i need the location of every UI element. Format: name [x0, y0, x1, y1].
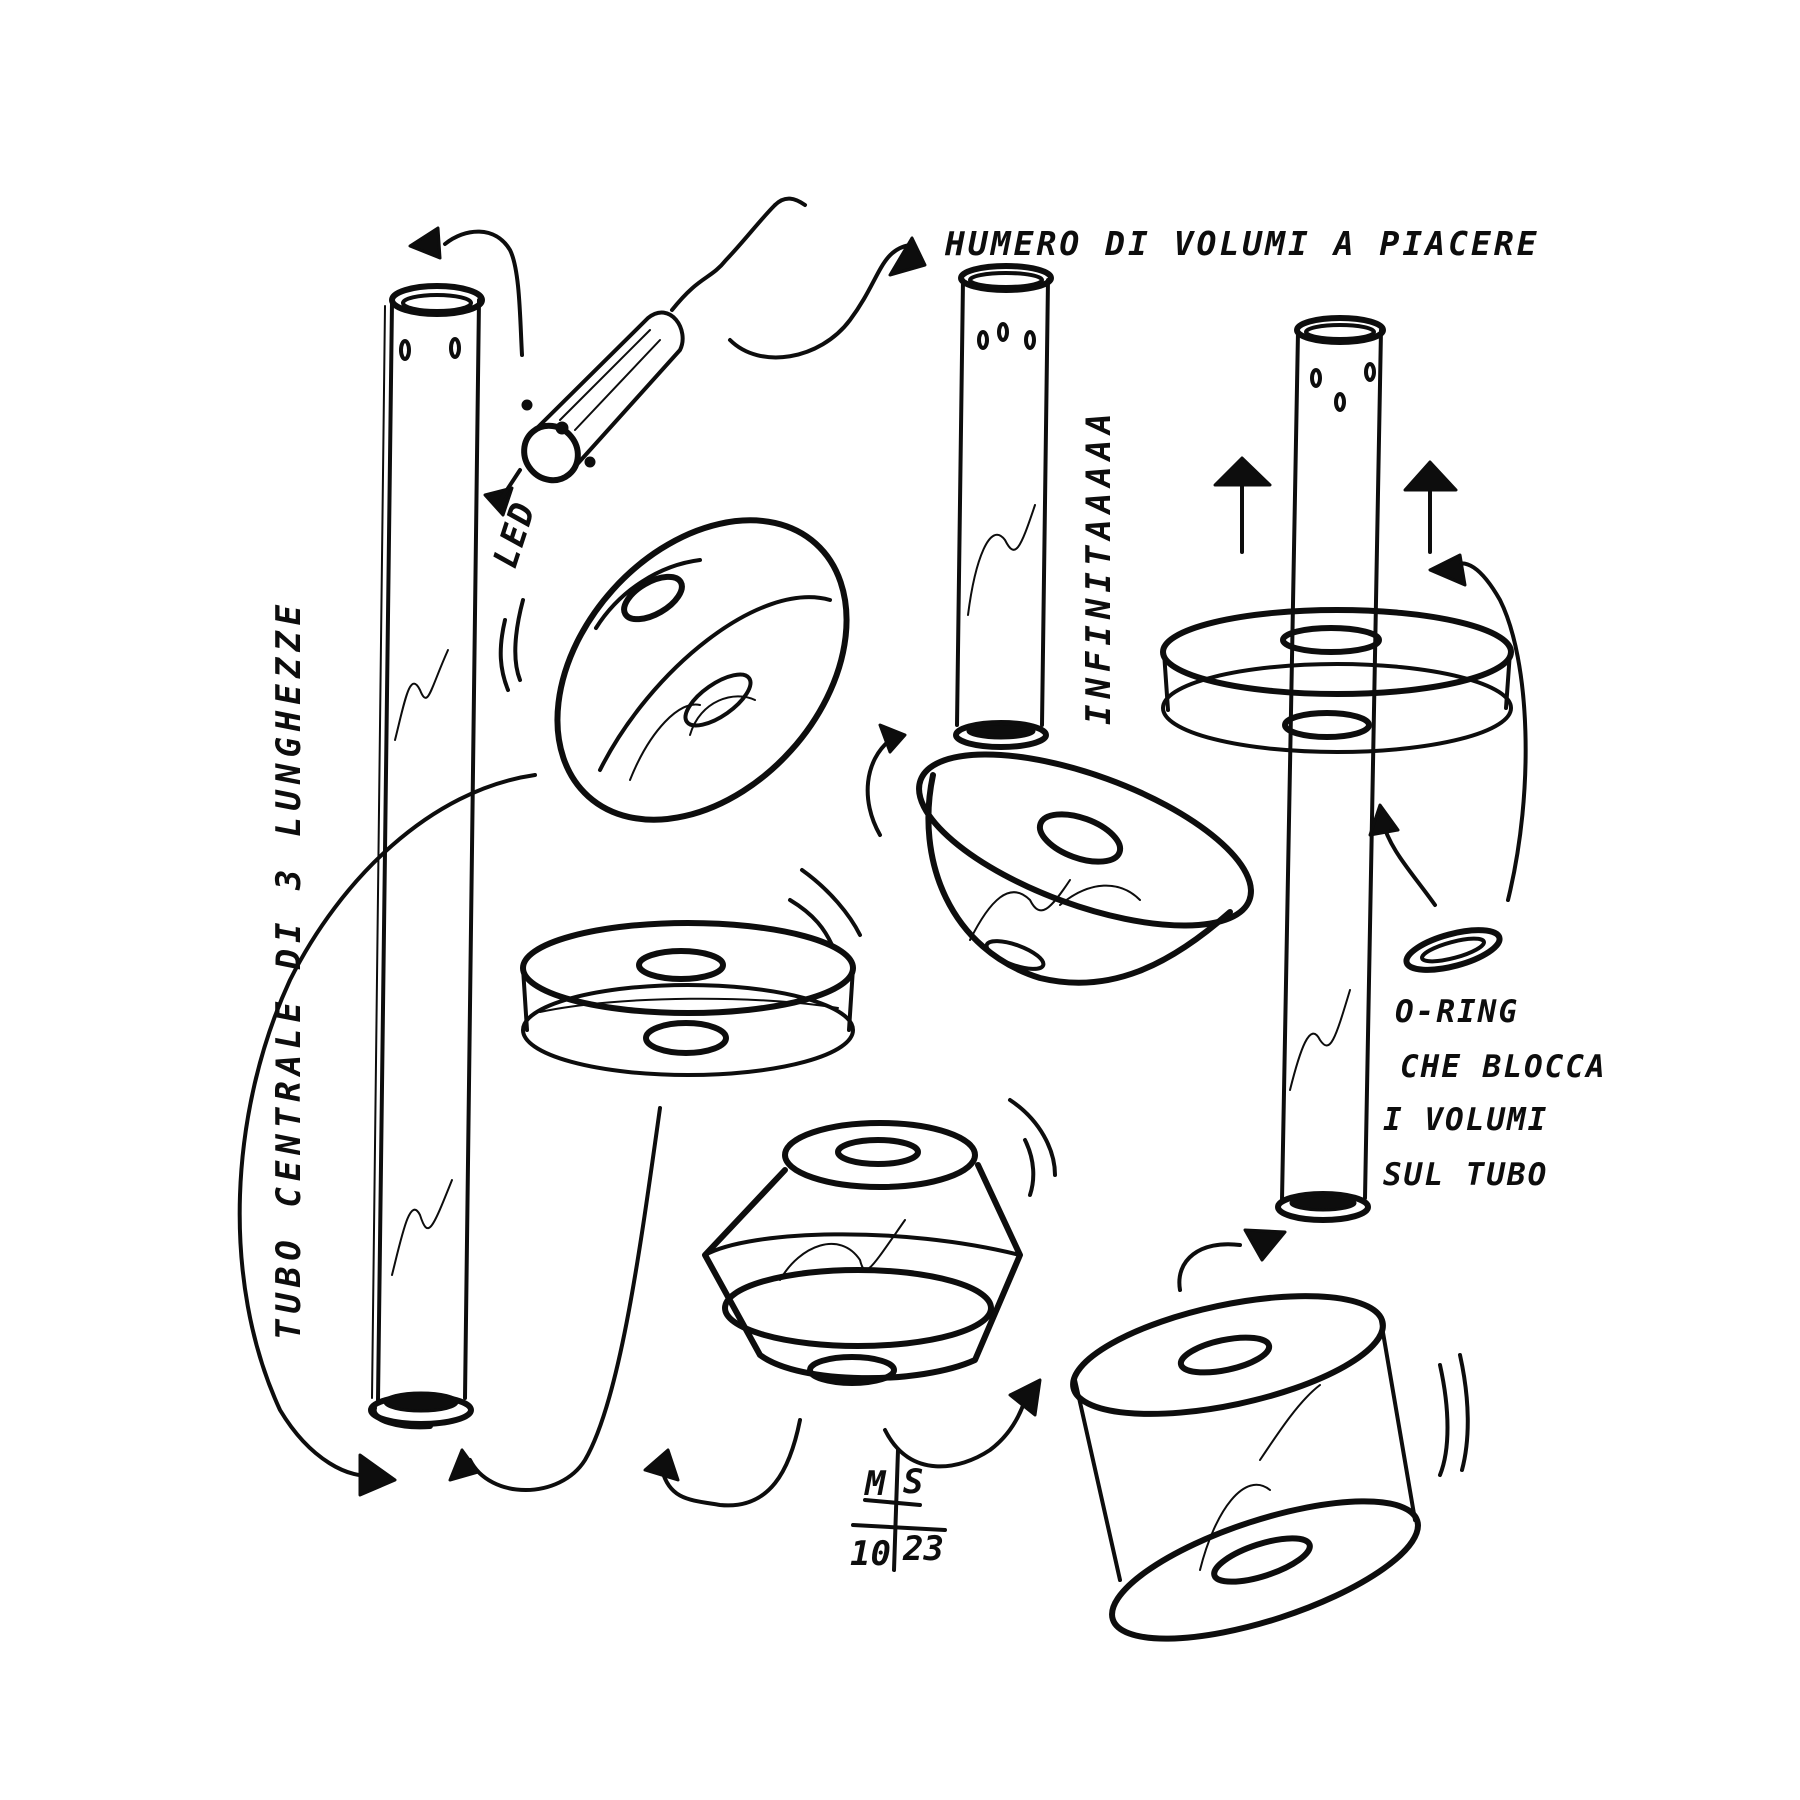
label-oring-2: CHE BLOCCA	[1400, 1049, 1607, 1085]
led-module	[408, 196, 807, 517]
volume-tilted-bowl	[865, 723, 1254, 986]
arrow-volumes-note	[728, 236, 927, 360]
tube-right-assembly	[1160, 315, 1514, 1223]
label-volumes-number: HUMERO DI VOLUMI A PIACERE	[944, 224, 1540, 263]
connector-arrows-bottom	[237, 773, 1042, 1508]
volume-flat-disc	[520, 868, 862, 1077]
label-oring-3: I VOLUMI	[1383, 1102, 1548, 1138]
volume-tilted-hemisphere	[498, 517, 850, 823]
label-oring-1: O-RING	[1395, 994, 1519, 1030]
label-led: LED	[486, 496, 545, 572]
signature-initial-m: M	[864, 1464, 887, 1504]
volume-tilted-cylinder	[1070, 1228, 1470, 1642]
tall-tube-left	[368, 283, 485, 1430]
o-ring	[1368, 553, 1528, 973]
label-oring-4: SUL TUBO	[1383, 1157, 1548, 1193]
label-infinite: INFINITAAAAA	[1079, 407, 1119, 725]
signature-date-right: 23	[902, 1529, 944, 1569]
short-tube-middle	[953, 263, 1054, 750]
label-central-tube: TUBO CENTRALE DI 3 LUNGHEZZE	[269, 599, 309, 1340]
signature-initial-s: S	[903, 1462, 923, 1502]
signature-date-left: 10	[850, 1534, 891, 1574]
signature-mark: M S 10 23	[850, 1448, 947, 1574]
volume-double-cone	[702, 1098, 1057, 1386]
